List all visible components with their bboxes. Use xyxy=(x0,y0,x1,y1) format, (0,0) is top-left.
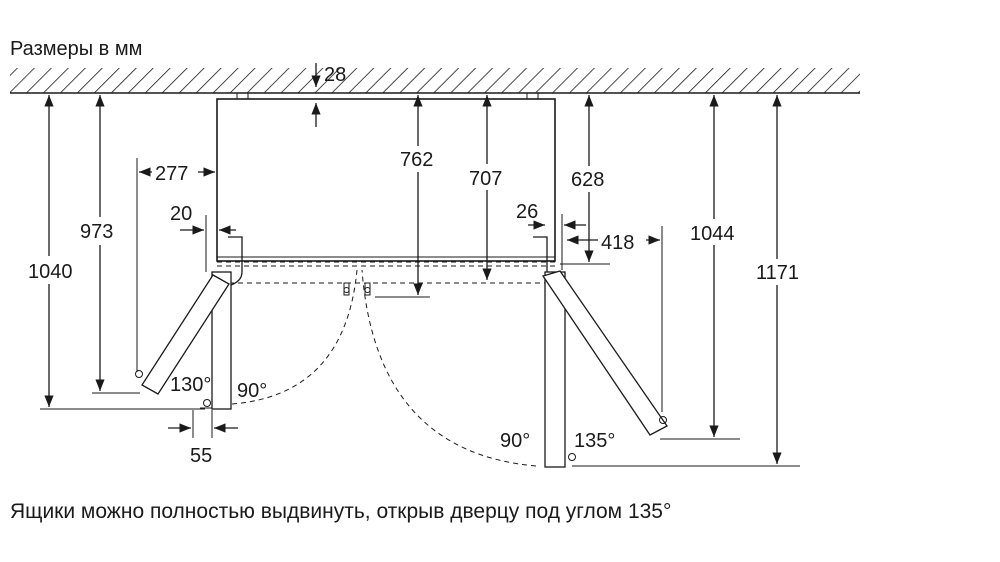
wall-bracket-right xyxy=(526,92,539,100)
dim-left-20 xyxy=(180,215,236,272)
dim-762 xyxy=(375,95,430,298)
dim-label-26: 26 xyxy=(516,201,538,223)
dim-right-26 xyxy=(528,214,586,270)
wall-bracket-left xyxy=(236,92,249,100)
dim-label-277: 277 xyxy=(155,163,188,185)
dim-label-28: 28 xyxy=(324,64,346,86)
dim-label-1044: 1044 xyxy=(690,223,735,245)
angle-label-right-135: 135° xyxy=(574,430,615,452)
wall xyxy=(10,68,860,94)
dim-label-1171: 1171 xyxy=(756,262,799,284)
right-door-swing-arc xyxy=(361,269,537,467)
dim-bottom-55 xyxy=(168,410,238,438)
angle-label-right-90: 90° xyxy=(500,430,530,452)
angle-label-left-90: 90° xyxy=(237,380,267,402)
left-door-90 xyxy=(200,271,232,410)
dim-left-1040 xyxy=(40,95,205,410)
handle-pins-center xyxy=(343,282,371,296)
angle-label-left-130: 130° xyxy=(170,374,211,396)
dim-label-707: 707 xyxy=(469,168,502,190)
right-door-135 xyxy=(541,270,668,436)
dim-label-20: 20 xyxy=(170,203,192,225)
dim-right-1044 xyxy=(660,95,740,440)
dim-label-55: 55 xyxy=(190,445,212,467)
left-door-swing-arc xyxy=(231,269,358,405)
dim-label-762: 762 xyxy=(400,149,433,171)
left-door-130 xyxy=(135,274,230,395)
dim-label-418: 418 xyxy=(601,232,634,254)
dim-label-628: 628 xyxy=(571,169,604,191)
dim-label-973: 973 xyxy=(80,221,113,243)
footnote: Ящики можно полностью выдвинуть, открыв … xyxy=(10,500,671,523)
diagram-title: Размеры в мм xyxy=(10,38,142,60)
dim-label-1040: 1040 xyxy=(28,261,73,283)
